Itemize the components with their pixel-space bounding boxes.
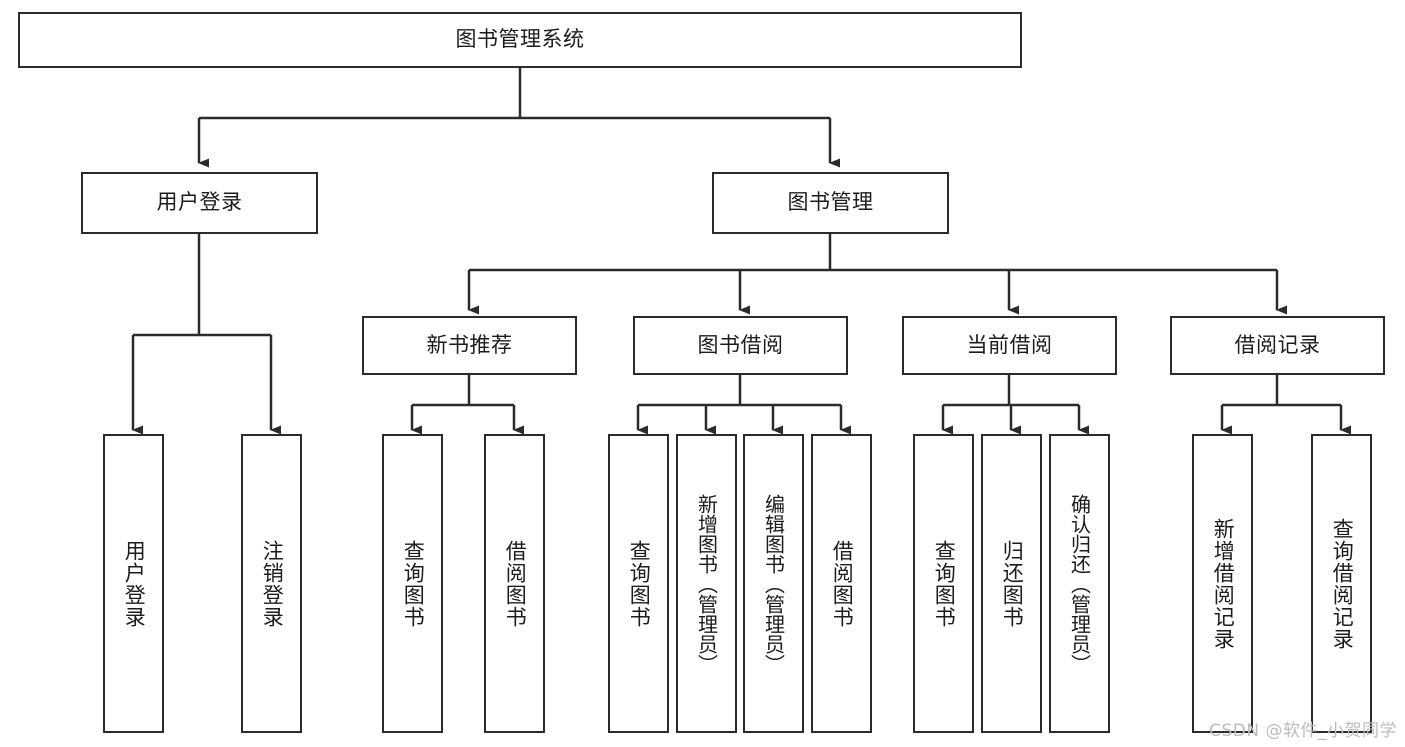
node-book-borrow-label: 图书借阅 [697, 332, 784, 357]
node-leaf-query-book-2-label: 查询图书 [627, 539, 652, 628]
node-leaf-query-book-1[interactable]: 查询图书 [382, 434, 443, 733]
node-leaf-return-book[interactable]: 归还图书 [981, 434, 1042, 733]
node-root[interactable]: 图书管理系统 [18, 12, 1022, 68]
node-current-borrow[interactable]: 当前借阅 [902, 316, 1117, 375]
node-new-book-rec-label: 新书推荐 [426, 332, 513, 357]
node-borrow-record-label: 借阅记录 [1234, 332, 1321, 357]
node-user-login-label: 用户登录 [156, 190, 243, 215]
node-leaf-add-book-label: 新增图书（管理员） [694, 493, 719, 674]
node-borrow-record[interactable]: 借阅记录 [1170, 316, 1385, 375]
node-leaf-query-record-label: 查询借阅记录 [1330, 517, 1355, 650]
node-leaf-borrow-book-1-label: 借阅图书 [503, 539, 528, 628]
node-leaf-confirm-return-label: 确认归还（管理员） [1067, 493, 1092, 674]
node-leaf-confirm-return[interactable]: 确认归还（管理员） [1049, 434, 1110, 733]
node-leaf-add-record[interactable]: 新增借阅记录 [1192, 434, 1253, 733]
node-leaf-query-book-3[interactable]: 查询图书 [913, 434, 974, 733]
node-leaf-borrow-book-2[interactable]: 借阅图书 [811, 434, 872, 733]
node-new-book-rec[interactable]: 新书推荐 [362, 316, 577, 375]
node-leaf-add-book[interactable]: 新增图书（管理员） [676, 434, 737, 733]
node-leaf-logout[interactable]: 注销登录 [241, 434, 302, 733]
node-leaf-edit-book[interactable]: 编辑图书（管理员） [743, 434, 804, 733]
node-book-manage[interactable]: 图书管理 [712, 172, 949, 234]
node-leaf-borrow-book-2-label: 借阅图书 [830, 539, 855, 628]
node-leaf-query-book-2[interactable]: 查询图书 [608, 434, 669, 733]
node-leaf-return-book-label: 归还图书 [1000, 539, 1025, 628]
node-leaf-add-record-label: 新增借阅记录 [1211, 517, 1236, 650]
node-leaf-edit-book-label: 编辑图书（管理员） [761, 493, 786, 674]
node-leaf-logout-label: 注销登录 [260, 539, 285, 628]
node-leaf-borrow-book-1[interactable]: 借阅图书 [484, 434, 545, 733]
node-leaf-query-book-3-label: 查询图书 [932, 539, 957, 628]
node-leaf-user-login-label: 用户登录 [122, 539, 147, 628]
node-user-login[interactable]: 用户登录 [81, 172, 318, 234]
node-leaf-user-login[interactable]: 用户登录 [103, 434, 164, 733]
node-leaf-query-record[interactable]: 查询借阅记录 [1311, 434, 1372, 733]
node-book-borrow[interactable]: 图书借阅 [633, 316, 848, 375]
node-root-label: 图书管理系统 [455, 27, 585, 52]
node-book-manage-label: 图书管理 [787, 190, 874, 215]
node-current-borrow-label: 当前借阅 [966, 332, 1053, 357]
node-leaf-query-book-1-label: 查询图书 [401, 539, 426, 628]
